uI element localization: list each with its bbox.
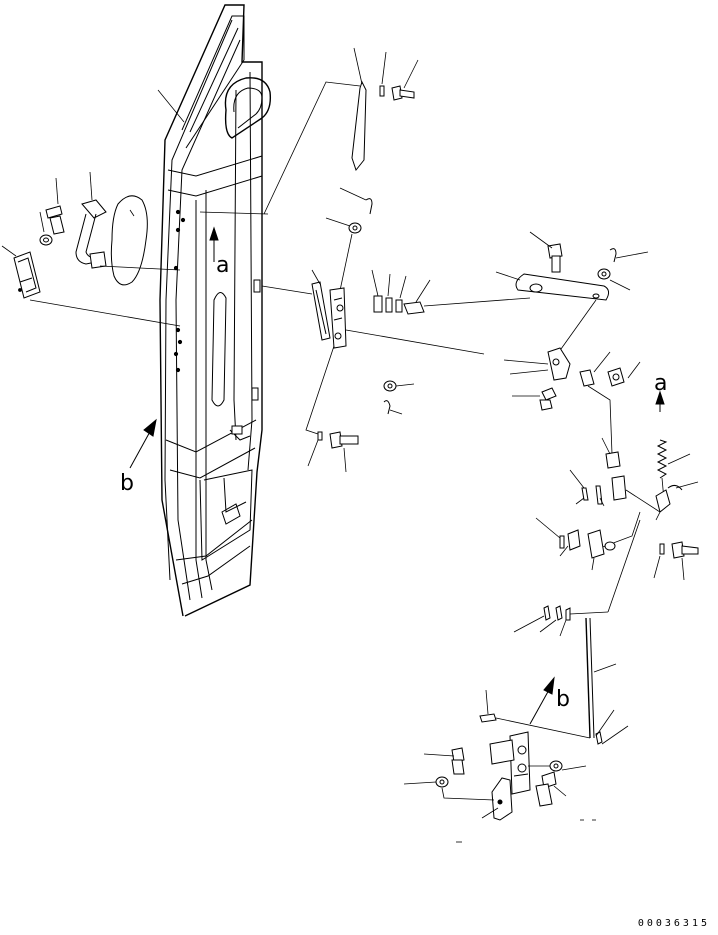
top-pin-group bbox=[263, 47, 419, 215]
drawing-code: 00036315 bbox=[637, 918, 710, 929]
lower-link-parts bbox=[535, 511, 699, 613]
bottom-lock-assembly: b bbox=[403, 676, 596, 843]
leader-lines-left bbox=[29, 89, 269, 327]
view-a-arrow-linkage: a bbox=[654, 371, 667, 412]
striker-plate bbox=[1, 245, 41, 299]
view-a-arrow-door: a bbox=[209, 226, 229, 278]
view-a-label-door: a bbox=[216, 253, 229, 278]
long-rod bbox=[513, 605, 629, 745]
lever-assembly bbox=[503, 299, 641, 469]
door-bolt-holes bbox=[173, 209, 186, 373]
view-b-label-door: b bbox=[120, 471, 134, 496]
center-latch-parts bbox=[305, 187, 431, 473]
seal-pad bbox=[110, 195, 148, 286]
leader-lines-center bbox=[261, 285, 531, 355]
view-a-label-linkage: a bbox=[654, 371, 667, 396]
view-b-arrow-door: b bbox=[120, 418, 157, 496]
door-frame bbox=[159, 4, 272, 617]
link-plate bbox=[495, 231, 649, 301]
grab-handle bbox=[75, 171, 107, 269]
spring-and-clip bbox=[569, 439, 699, 521]
view-b-label-linkage: b bbox=[556, 687, 570, 712]
bolt-left bbox=[39, 177, 65, 246]
